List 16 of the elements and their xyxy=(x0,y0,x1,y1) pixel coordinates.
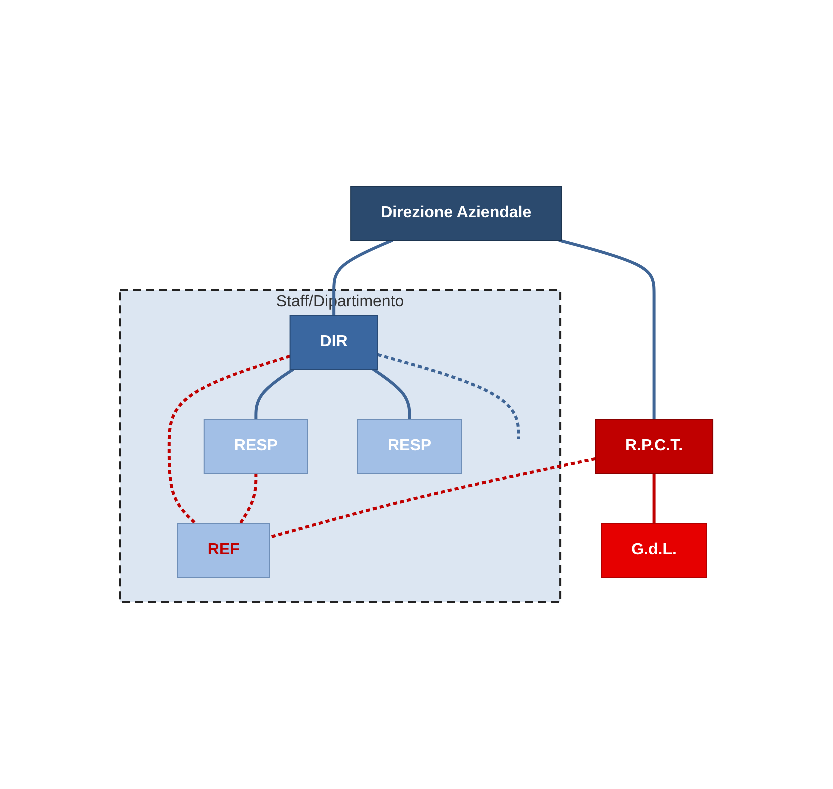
node-box: RESP xyxy=(357,419,462,474)
connector xyxy=(254,368,294,420)
node-box: DIR xyxy=(290,315,378,370)
connector xyxy=(652,474,656,524)
node-box: G.d.L. xyxy=(601,523,708,578)
node-box: Direzione Aziendale xyxy=(350,186,562,241)
connector xyxy=(558,239,656,420)
node-box: R.P.C.T. xyxy=(595,419,714,474)
node-box: REF xyxy=(177,523,270,578)
connector xyxy=(377,353,520,440)
connector xyxy=(372,368,412,420)
connector xyxy=(332,239,394,316)
connector xyxy=(239,474,258,524)
connector xyxy=(269,457,596,539)
node-box: RESP xyxy=(204,419,308,474)
connector xyxy=(168,354,291,525)
